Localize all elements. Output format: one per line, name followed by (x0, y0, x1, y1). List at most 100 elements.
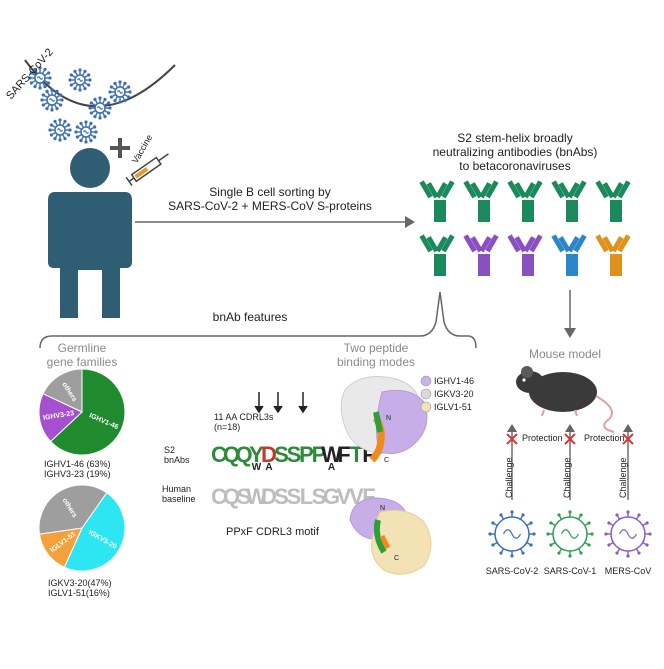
mouse-icon (516, 366, 615, 433)
challenge-virion-2 (546, 510, 594, 558)
heavy-pie-caption: IGHV1-46 (63%) IGHV3-23 (19%) (44, 459, 111, 480)
logo-title-line-1: 11 AA CDRL3s (214, 412, 274, 422)
antibody-r2-3 (507, 234, 543, 276)
antibody-r2-4 (551, 234, 587, 276)
logo-base-letter-9: S (312, 484, 327, 509)
terminus-label-2: C (384, 457, 389, 464)
logo-base-letter-1: C (211, 484, 227, 509)
legend-swatch-3 (420, 401, 432, 413)
s2-label-line-1: S2 (164, 445, 176, 455)
logo-base-letter-4: W (246, 484, 267, 509)
protection-label-2: Protection (584, 433, 625, 443)
virion-1 (40, 88, 64, 112)
virion-cluster (28, 66, 132, 144)
pie-slice-ighv1-46 (49, 368, 126, 456)
logo-under-letter-10: A (328, 462, 335, 473)
antibody-r2-5 (595, 234, 631, 276)
protection-label-1: Protection (522, 433, 563, 443)
virion-7 (28, 66, 52, 90)
challenge-viruses (488, 510, 652, 558)
logo-under-letter-5: A (265, 462, 272, 473)
challenge-label-3: Challenge (618, 457, 628, 498)
motif-arrows (254, 392, 308, 414)
legend-swatch-1 (420, 375, 432, 387)
virus-name-3: MERS-CoV (604, 566, 652, 576)
logo-title: 11 AA CDRL3s (n=18) (214, 412, 273, 433)
virion-3 (88, 96, 112, 120)
person-icon (48, 148, 132, 318)
blocked-x-icon-2 (564, 433, 576, 445)
virus-name-2: SARS-CoV-1 (543, 566, 597, 576)
heavy-caption-line-2: IGHV3-23 (19%) (44, 469, 111, 480)
antibody-r1-1 (419, 180, 455, 222)
logo-top-letter-8: P (299, 442, 314, 467)
logo-base-letter-5: D (261, 484, 277, 509)
legend-label-1: IGHV1-46 (434, 376, 474, 386)
binding-mode-1 (340, 376, 428, 463)
legend-label-2: IGKV3-20 (434, 389, 474, 399)
heavy-caption-line-1: IGHV1-46 (63%) (44, 459, 111, 469)
logo-under-letter-4: W (252, 462, 262, 473)
logo-title-line-2: (n=18) (214, 422, 241, 433)
logo-top-letter-2: Q (223, 442, 240, 467)
legend-label-3: IGLV1-51 (434, 402, 472, 412)
terminus-label-4: C (394, 555, 399, 562)
virion-2 (68, 68, 92, 92)
pie-slice-others (42, 368, 83, 413)
germline-title: Germline gene families (46, 341, 118, 370)
logo-top-letter-12: T (350, 442, 364, 467)
sorting-text-line-1: Single B cell sorting by (209, 185, 331, 199)
terminus-label-3: N (380, 505, 385, 512)
sorting-text-line-2: SARS-CoV-2 + MERS-CoV S-proteins (168, 198, 372, 213)
antibody-row-2 (419, 234, 631, 276)
virion-5 (74, 120, 98, 144)
logo-top-letter-9: P (312, 442, 327, 467)
logo-base-letter-2: Q (223, 484, 240, 509)
baseline-label-line-1: Human (162, 484, 192, 494)
antibody-r1-2 (463, 180, 499, 222)
bnab-title-line-2: neutralizing antibodies (bnAbs) (432, 144, 598, 159)
logo-top-letter-10: W (321, 442, 342, 467)
logo-top-letter-7: S (287, 442, 302, 467)
germline-title-line-2: gene families (46, 354, 118, 369)
logo-base-letter-11: V (337, 484, 352, 509)
s2-label-line-2: bnAbs (164, 455, 190, 466)
logo-top-letter-6: S (274, 442, 289, 467)
light-caption-line-2: IGLV1-51(16%) (48, 588, 110, 599)
s2-bnabs-label: S2 bnAbs (164, 445, 190, 466)
virion-4 (48, 118, 72, 142)
antibody-r1-5 (595, 180, 631, 222)
challenge-virion-3 (604, 510, 652, 558)
antibody-r2-1 (419, 234, 455, 276)
logo-top-letter-1: C (211, 442, 227, 467)
baseline-label-line-2: baseline (162, 494, 196, 505)
blocked-x-icon-1 (506, 433, 518, 445)
mouse-model-title: Mouse model (528, 347, 602, 361)
light-pie-caption: IGKV3-20(47%) IGLV1-51(16%) (48, 578, 112, 599)
sorting-arrowhead (405, 216, 415, 228)
pie-slice-ighv3-23 (38, 393, 83, 443)
human-baseline-label: Human baseline (162, 484, 196, 505)
logo-base-letter-7: S (287, 484, 302, 509)
pie-label: IGHV3-23 (43, 410, 75, 422)
legend-swatch-2 (420, 388, 432, 400)
logo-top-letter-3: Q (235, 442, 252, 467)
binding-title-line-2: binding modes (336, 354, 416, 369)
bnab-title: S2 stem-helix broadly neutralizing antib… (432, 131, 598, 173)
pie-slice-others (38, 484, 108, 535)
antibody-row-1 (419, 180, 631, 222)
logo-base-letter-10: G (323, 484, 340, 509)
logo-base-letter-8: L (300, 484, 313, 509)
virus-name-1: SARS-CoV-2 (485, 566, 539, 576)
logo-base-letter-6: S (274, 484, 289, 509)
antibody-r2-2 (463, 234, 499, 276)
challenge-label-1: Challenge (504, 457, 514, 498)
binding-title: Two peptide binding modes (336, 341, 416, 370)
logo-top-letter-4: Y (249, 442, 264, 467)
